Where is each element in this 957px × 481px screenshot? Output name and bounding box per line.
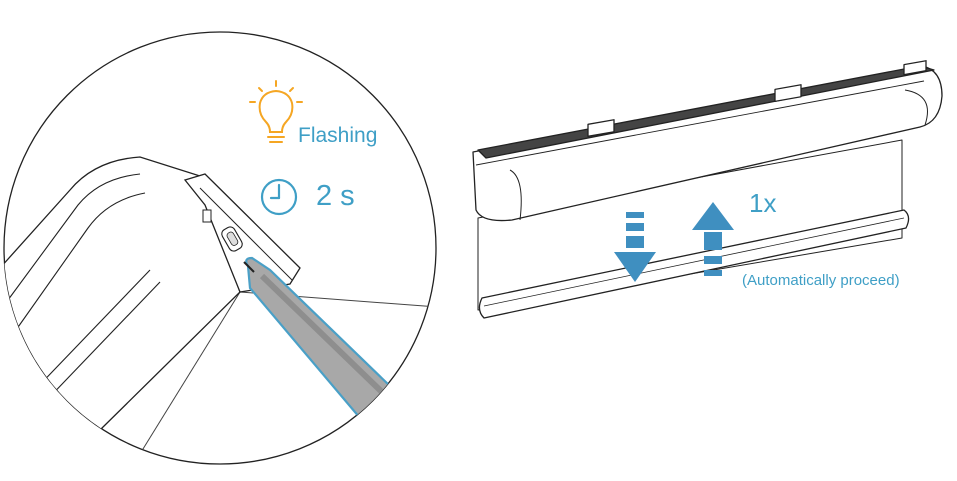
cassette-box	[472, 65, 943, 222]
mounting-clips	[587, 60, 927, 137]
cassette-end-cap	[4, 156, 301, 451]
repeat-count-label: 1x	[749, 188, 777, 218]
hold-time-label: 2 s	[316, 180, 355, 212]
bottom-rail	[478, 209, 910, 319]
lightbulb-icon	[249, 80, 303, 143]
clock-icon	[260, 178, 298, 216]
shade-fabric	[477, 139, 903, 311]
arrow-down-icon	[614, 212, 656, 282]
light-status-label: Flashing	[298, 124, 378, 147]
arrow-up-icon	[692, 202, 734, 276]
zoom-detail-circle	[3, 31, 437, 465]
auto-proceed-note: (Automatically proceed)	[742, 272, 900, 289]
roller-shade	[472, 60, 943, 319]
